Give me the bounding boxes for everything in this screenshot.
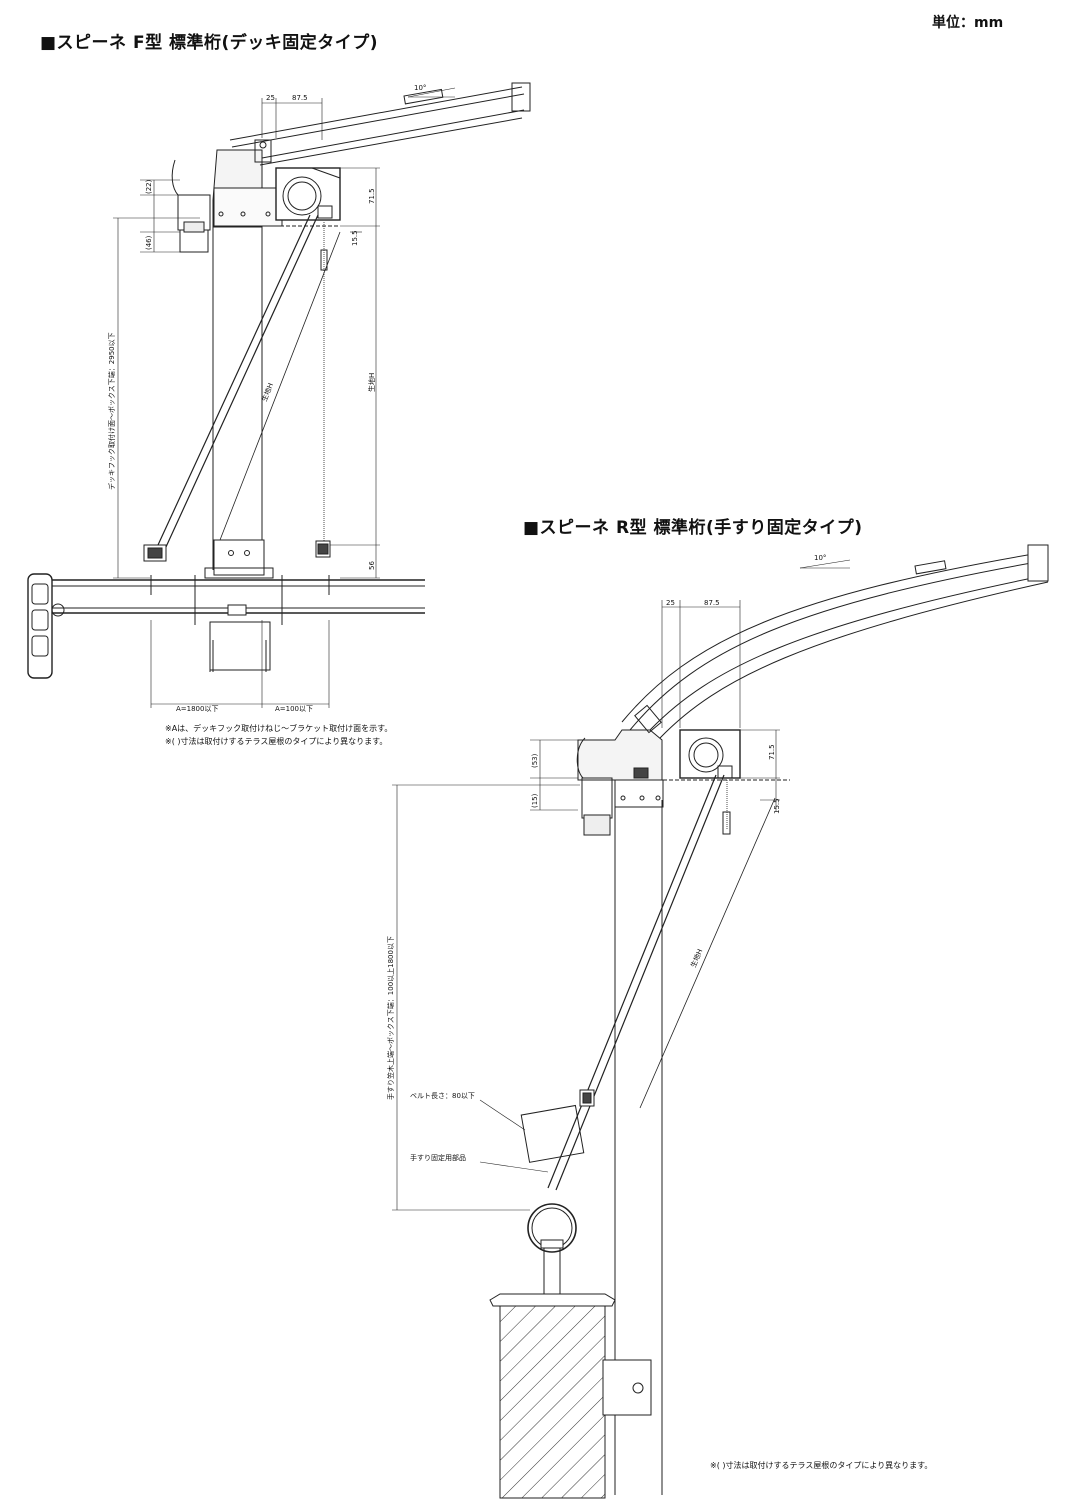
- f-dim-a1: A=1800以下: [176, 705, 218, 713]
- unit-label: 単位：mm: [932, 15, 1004, 31]
- figure-r-drawing: [392, 544, 1049, 1499]
- r-note: ※( )寸法は取付けするテラス屋根のタイプにより異なります。: [710, 1461, 933, 1470]
- r-dim-angle: 10°: [814, 554, 826, 562]
- f-dim-87: 87.5: [292, 94, 308, 102]
- r-height-label: 手すり笠木上端～ボックス下端：100以上1800以下: [386, 936, 395, 1100]
- f-dim-46: (46): [145, 235, 153, 250]
- r-dim-87: 87.5: [704, 599, 720, 607]
- f-fabric-h-label-2: 生地H: [367, 373, 376, 392]
- f-dim-22: (22): [145, 179, 153, 194]
- f-dim-155: 15.5: [351, 230, 359, 246]
- figure-f-drawing: [27, 82, 531, 708]
- f-height-label: デッキフック取付け面～ボックス下端：2950以下: [107, 332, 116, 490]
- figure-f-title: ■スピーネ F型 標準桁(デッキ固定タイプ): [40, 33, 379, 53]
- r-dim-53: (53): [531, 753, 539, 768]
- r-dim-15: (15): [531, 793, 539, 808]
- f-dim-angle: 10°: [414, 84, 426, 92]
- r-dim-155: 15.5: [773, 798, 781, 814]
- f-dim-25: 25: [266, 94, 275, 102]
- f-dim-a2: A=100以下: [275, 705, 313, 713]
- f-note-1: ※Aは、デッキフック取付けねじ～ブラケット取付け面を示す。: [165, 724, 393, 733]
- r-handrail-part-label: 手すり固定用部品: [410, 1153, 466, 1162]
- f-dim-56: 56: [368, 561, 376, 570]
- r-belt-label: ベルト長さ：80以下: [410, 1092, 475, 1100]
- f-dim-715: 71.5: [368, 188, 376, 204]
- figure-r-title: ■スピーネ R型 標準桁(手すり固定タイプ): [523, 518, 863, 538]
- r-dim-25: 25: [666, 599, 675, 607]
- r-dim-715: 71.5: [768, 744, 776, 760]
- f-note-2: ※( )寸法は取付けするテラス屋根のタイプにより異なります。: [165, 737, 388, 746]
